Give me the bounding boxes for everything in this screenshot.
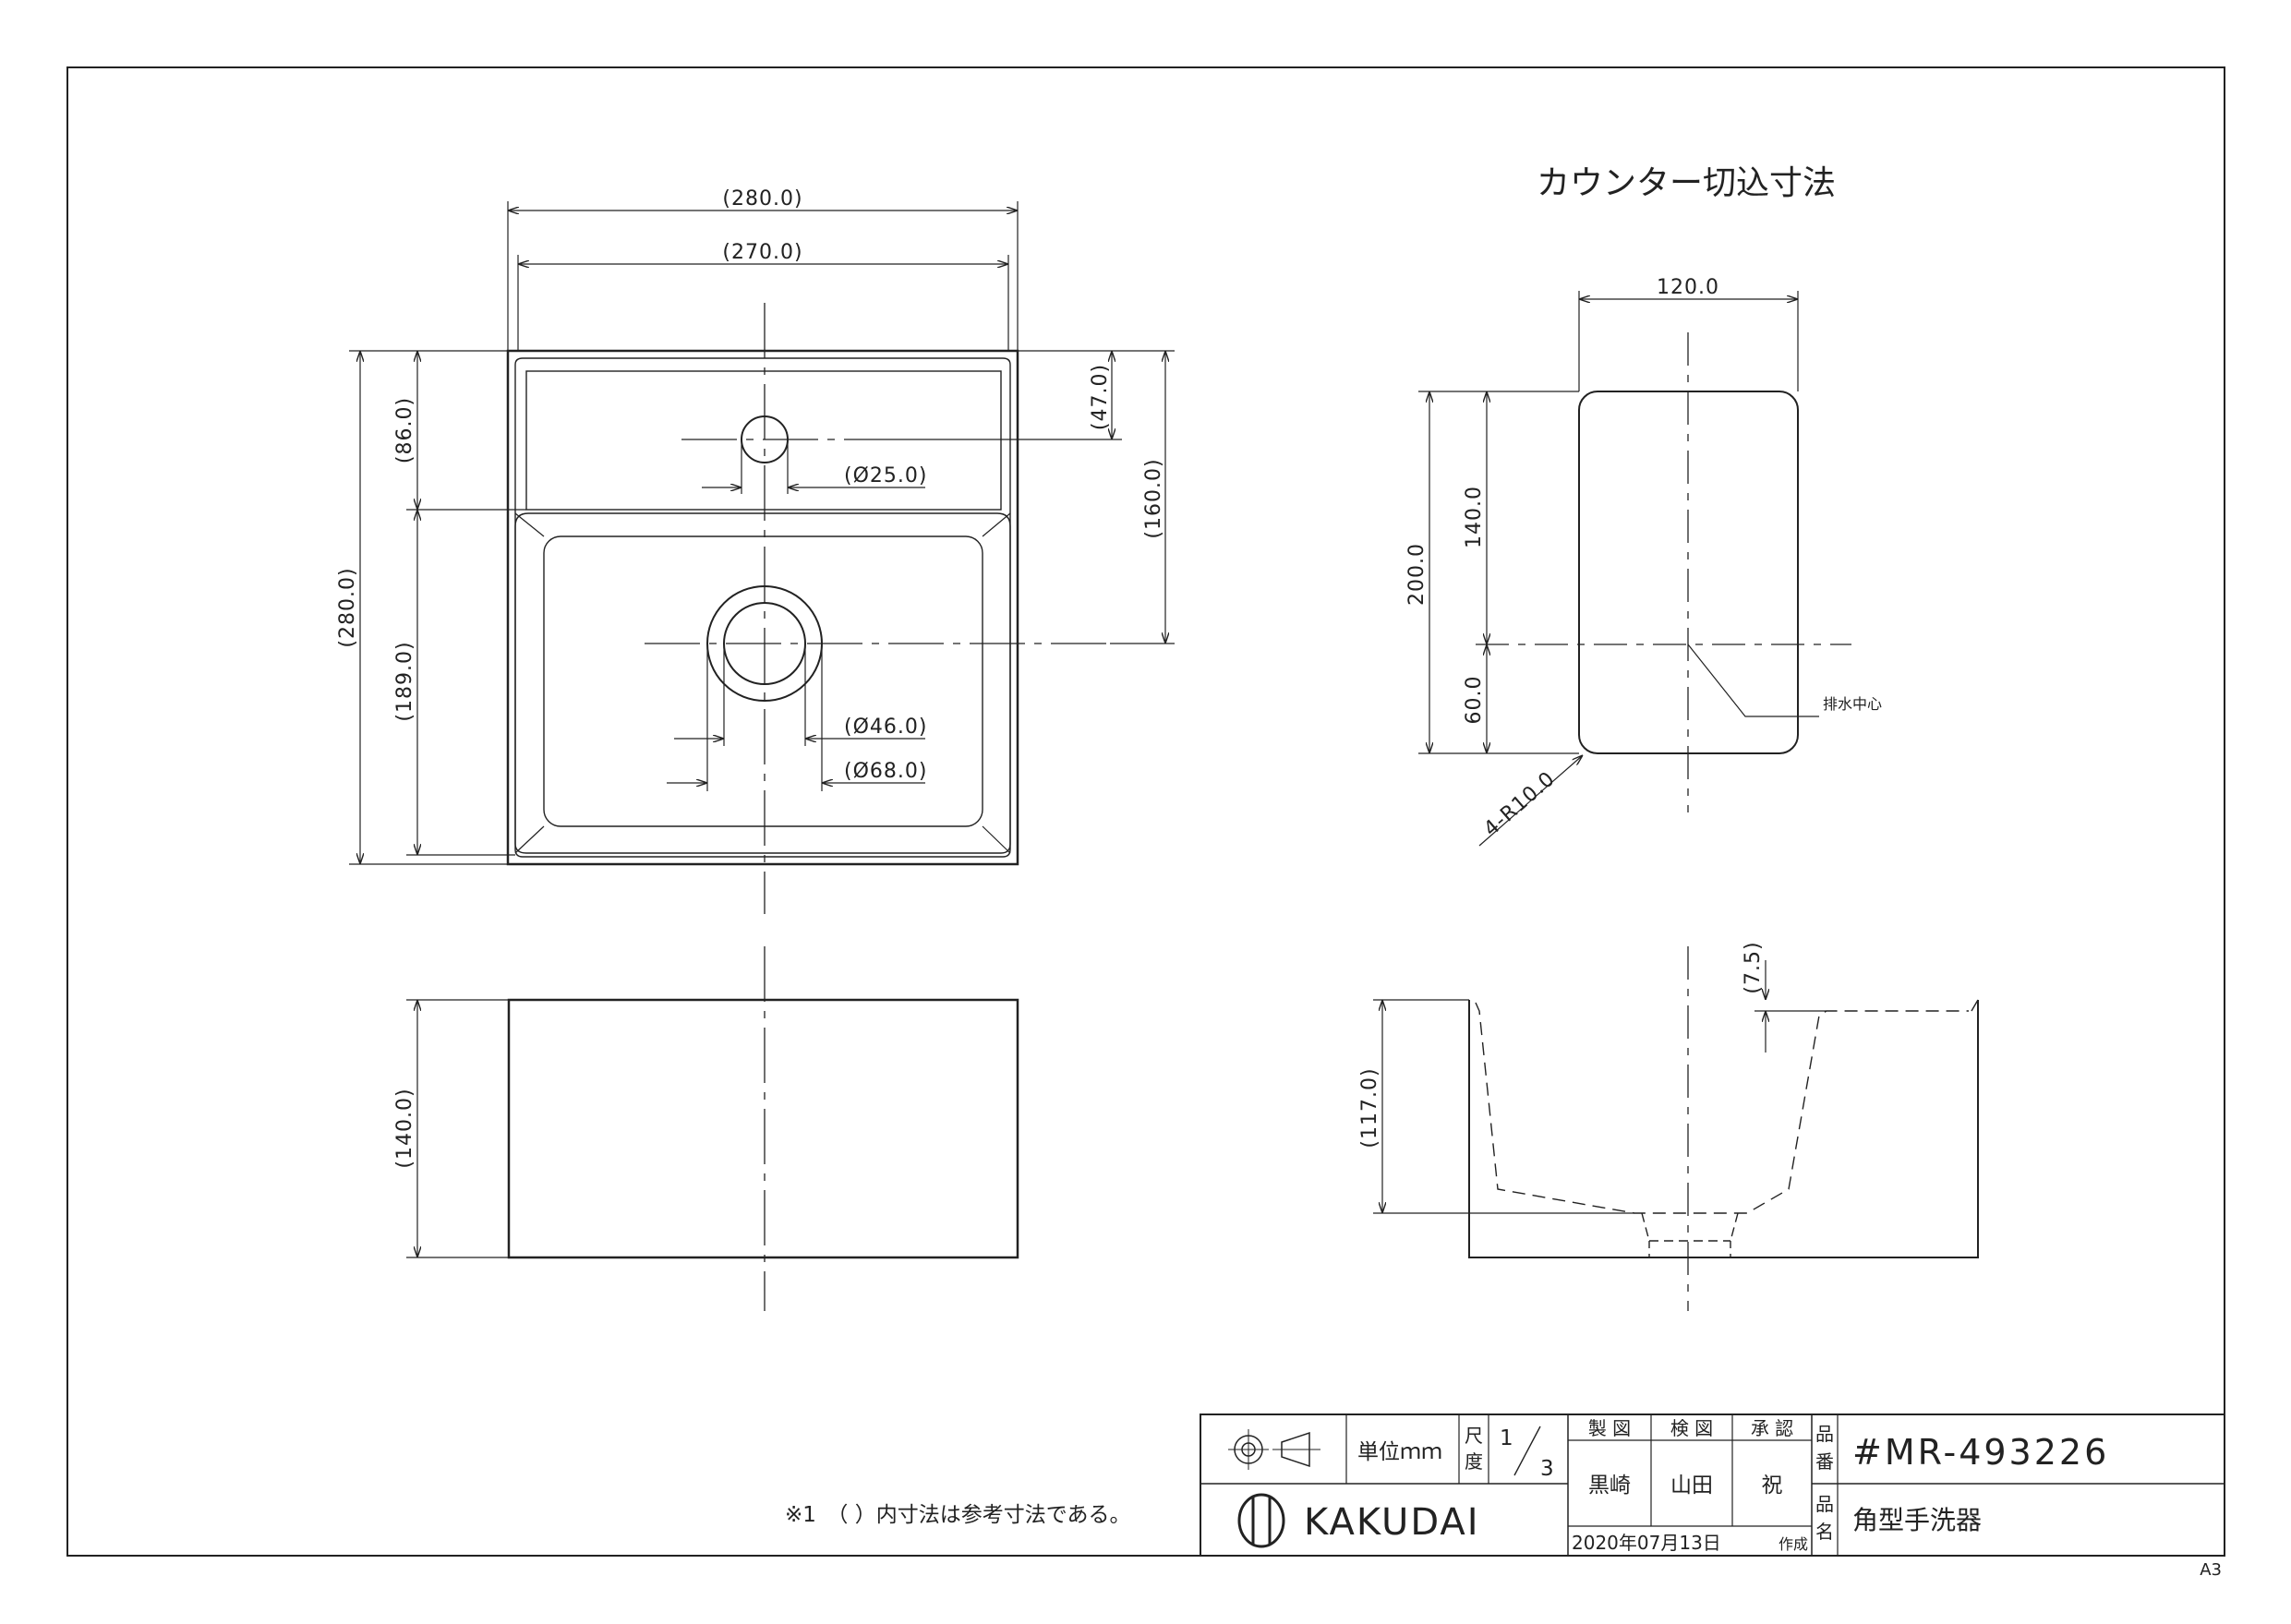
checked-header: 検 図 xyxy=(1670,1417,1713,1439)
dim-deck-step: (7.5) xyxy=(1742,941,1765,993)
part-name-label-top: 品 xyxy=(1815,1493,1834,1515)
counter-cutout-title: カウンター切込寸法 xyxy=(1537,164,1836,202)
scale-label-top: 尺 xyxy=(1465,1425,1483,1447)
dim-drain-outer: (Ø68.0) xyxy=(844,760,927,783)
part-no-label-top: 品 xyxy=(1815,1423,1834,1445)
dim-corner-radius: 4-R10.0 xyxy=(1479,767,1560,841)
bowl-outer xyxy=(514,512,1011,854)
checked-by: 山田 xyxy=(1670,1474,1713,1498)
scale-denominator: 3 xyxy=(1540,1457,1554,1481)
dim-bowl-depth: (189.0) xyxy=(393,641,416,721)
section-inner-hidden xyxy=(1475,1002,1969,1214)
basin-rim-inner xyxy=(514,357,1011,858)
reference-dimension-note: ※1 （ ）内寸法は参考寸法である。 xyxy=(785,1503,1131,1527)
dim-faucet-hole: (Ø25.0) xyxy=(844,464,927,487)
drawn-by: 黒崎 xyxy=(1588,1474,1631,1498)
approved-by: 祝 xyxy=(1762,1474,1783,1498)
dim-bowl-height: (117.0) xyxy=(1358,1067,1381,1148)
cutout-view xyxy=(1418,291,1851,847)
dim-drain-inner: (Ø46.0) xyxy=(844,716,927,739)
scale-numerator: 1 xyxy=(1500,1426,1513,1450)
drain-center-label: 排水中心 xyxy=(1823,695,1882,713)
deck-area xyxy=(525,370,1002,511)
dim-front-to-drain: 60.0 xyxy=(1463,676,1486,725)
part-number: #MR-493226 xyxy=(1852,1432,2109,1473)
title-block-text: 単位ｍｍ 尺 度 1 3 製 図 検 図 承 認 黒崎 山田 祝 2020年07… xyxy=(1304,1417,2109,1554)
created-label: 作成 xyxy=(1779,1535,1808,1553)
sheet-border xyxy=(66,66,2225,1557)
cutout-labels: 120.0 200.0 140.0 60.0 4-R10.0 排水中心 xyxy=(1405,276,1882,841)
brand-name: KAKUDAI xyxy=(1304,1501,1480,1544)
front-view xyxy=(406,946,1019,1311)
drawing-date: 2020年07月13日 xyxy=(1572,1532,1721,1554)
scale-label-bottom: 度 xyxy=(1465,1450,1483,1473)
dim-front-height: (140.0) xyxy=(393,1088,416,1168)
section-outline xyxy=(1468,1000,1979,1258)
drawn-header: 製 図 xyxy=(1588,1417,1631,1439)
sheet-size: A3 xyxy=(2200,1560,2222,1580)
approved-header: 承 認 xyxy=(1751,1417,1793,1439)
bowl-inner xyxy=(543,535,983,827)
front-outline xyxy=(507,998,1019,1259)
part-no-label-bottom: 番 xyxy=(1815,1450,1834,1473)
section-labels: (117.0) (7.5) xyxy=(1358,941,1765,1148)
title-block xyxy=(1200,1413,2225,1557)
part-name: 角型手洗器 xyxy=(1852,1505,1982,1535)
dim-cutout-depth: 200.0 xyxy=(1405,543,1429,606)
top-view-labels: (280.0) (270.0) (280.0) (86.0) (189.0) (… xyxy=(336,187,1165,783)
brand-logo-icon xyxy=(1237,1493,1285,1548)
part-name-label-bottom: 名 xyxy=(1815,1521,1834,1543)
top-view xyxy=(349,201,1175,914)
unit-label: 単位ｍｍ xyxy=(1357,1440,1442,1464)
dim-overall-width: (280.0) xyxy=(722,187,802,211)
dim-faucet-offset: (47.0) xyxy=(1089,364,1112,430)
section-view xyxy=(1373,946,1979,1311)
dim-cutout-width: 120.0 xyxy=(1657,276,1719,299)
dim-inner-width: (270.0) xyxy=(722,241,802,264)
dim-deck-depth: (86.0) xyxy=(393,397,416,463)
dim-rear-to-drain: 140.0 xyxy=(1463,486,1486,548)
dim-drain-offset: (160.0) xyxy=(1142,458,1165,538)
dim-overall-depth: (280.0) xyxy=(336,567,359,647)
basin-outline xyxy=(506,349,1019,866)
